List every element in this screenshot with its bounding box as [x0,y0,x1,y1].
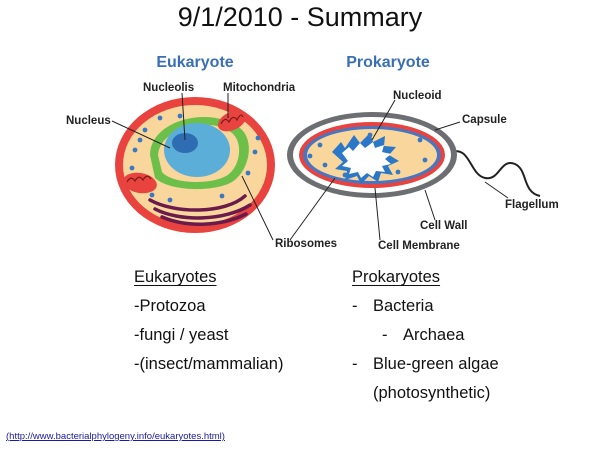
prokaryotes-header: Prokaryotes [352,268,441,286]
label-nucleolis: Nucleolis [143,82,194,94]
list-dash: - [352,355,358,373]
prokaryotes-list: Prokaryotes -Bacteria -Archaea -Blue-gre… [352,263,499,408]
eukaryotes-item: -(insect/mammalian) [134,355,284,373]
eukaryotes-list: Eukaryotes -Protozoa -fungi / yeast -(in… [134,263,283,379]
prokaryote-cell [287,112,541,198]
eukaryotes-header: Eukaryotes [134,268,217,286]
page-title: 9/1/2010 - Summary [177,2,423,32]
cell-comparison-diagram: Eukaryote [66,54,559,252]
label-capsule: Capsule [462,114,507,126]
prokaryote-heading: Prokaryote [346,54,430,71]
list-dash: - [382,326,388,344]
nucleolus-shape [172,133,198,153]
prokaryotes-item-algae-note: (photosynthetic) [373,384,491,402]
list-item-text: Blue-green algae [373,355,499,373]
label-mitochondria: Mitochondria [223,82,296,94]
label-nucleus: Nucleus [66,115,111,127]
eukaryote-ribosomes [129,113,261,203]
list-dash: - [352,297,358,315]
golgi-shape [148,194,252,226]
prokaryotes-item-bacteria: -Bacteria [352,292,499,321]
label-nucleoid: Nucleoid [393,90,442,102]
prokaryotes-item-archaea: -Archaea [352,321,499,350]
eukaryotes-item: -Protozoa [134,297,206,315]
eukaryote-heading: Eukaryote [156,54,233,71]
source-link[interactable]: (http://www.bacterialphylogeny.info/euka… [6,431,225,442]
nucleus-shape [164,123,230,177]
label-flagellum: Flagellum [505,199,559,211]
eukaryote-cell [115,97,275,233]
label-cell-wall: Cell Wall [420,220,468,232]
label-cell-membrane: Cell Membrane [378,240,460,252]
list-item-text: Archaea [403,326,465,344]
eukaryotes-item: -fungi / yeast [134,326,229,344]
list-item-text: Bacteria [373,297,434,315]
prokaryote-ribosomes [307,132,428,178]
flagellum-shape [451,150,541,197]
label-ribosomes: Ribosomes [275,238,337,250]
prokaryotes-item-algae: -Blue-green algae [352,350,499,379]
